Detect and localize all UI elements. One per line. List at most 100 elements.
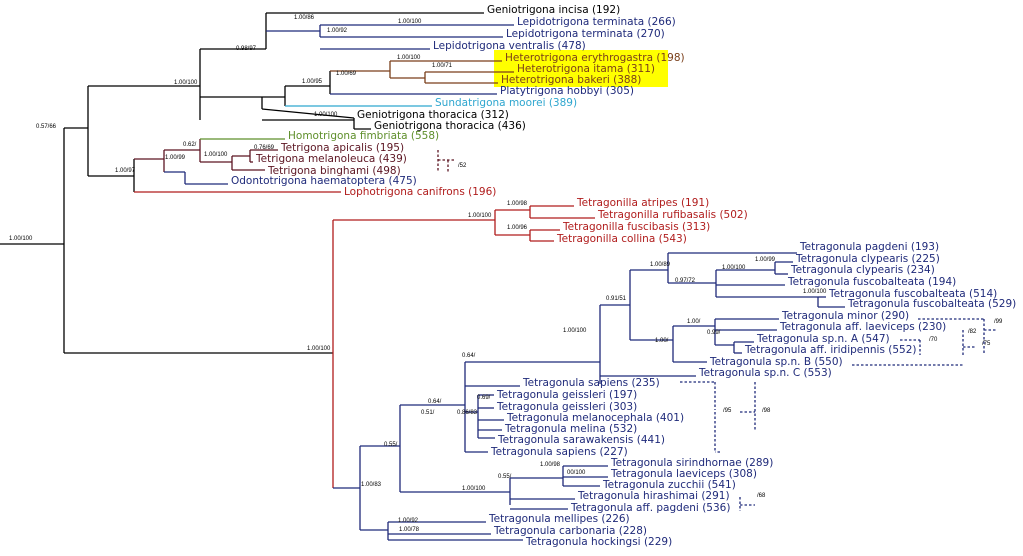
support-value: 0.86/83 <box>457 410 478 416</box>
taxon-label: Tetragonula aff. laeviceps (230) <box>779 321 946 333</box>
taxon-label: Tetragonula melina (532) <box>504 423 637 435</box>
support-value: /82 <box>968 329 977 335</box>
tree-branches <box>0 12 845 541</box>
support-value: 1.00/100 <box>398 19 422 25</box>
taxon-label: Tetragonula geissleri (197) <box>496 389 637 401</box>
support-value: /98 <box>762 408 771 414</box>
support-value: 0.99/ <box>707 330 721 336</box>
support-value: /95 <box>723 408 732 414</box>
taxon-label: Tetragonula sapiens (235) <box>522 377 660 389</box>
support-value: 0.57/66 <box>36 124 57 130</box>
support-value: /68 <box>757 493 766 499</box>
support-value: 1.00/92 <box>327 28 348 34</box>
taxon-label: Tetragonula laeviceps (308) <box>610 468 757 480</box>
support-value: 1.00/69 <box>336 71 357 77</box>
support-value: 1.00/95 <box>302 79 323 85</box>
taxon-label: Tetragonilla rufibasalis (502) <box>597 209 748 221</box>
support-value: 0.55/ <box>498 474 512 480</box>
taxon-label: Tetragonula aff. iridipennis (552) <box>744 344 917 356</box>
taxon-label: Tetragonula sapiens (227) <box>490 446 628 458</box>
taxon-label: Lepidotrigona ventralis (478) <box>433 40 586 52</box>
taxon-label: Platytrigona hobbyi (305) <box>500 85 634 97</box>
support-value: 1.00/71 <box>432 63 453 69</box>
support-value: 00/100 <box>567 470 586 476</box>
support-value: 1.00/96 <box>507 225 528 231</box>
support-value: 1.00/100 <box>468 213 492 219</box>
taxon-label: Tetragonula sarawakensis (441) <box>497 434 665 446</box>
taxon-label: Tetragonula zucchii (541) <box>602 479 736 491</box>
support-value: 1.00/99 <box>755 257 776 263</box>
support-value: 1.00/97 <box>115 168 136 174</box>
taxon-label: Tetragonula hirashimai (291) <box>577 490 730 502</box>
support-dashed-brackets <box>437 150 996 511</box>
heterotrigona-highlight <box>494 50 668 87</box>
support-value: 1.00/ <box>655 338 669 344</box>
support-value: 1.00/83 <box>361 482 382 488</box>
support-value: 0.55/ <box>384 442 398 448</box>
support-value: /99 <box>994 319 1003 325</box>
taxon-label: Tetragonula geissleri (303) <box>496 401 637 413</box>
taxon-label: Heterotrigona itama (311) <box>517 63 655 75</box>
taxon-label: Lophotrigona canifrons (196) <box>344 186 496 198</box>
support-value: 0.69/ <box>477 395 491 401</box>
taxon-label: Tetragonula clypearis (225) <box>795 253 940 265</box>
taxon-label: Tetragonula clypearis (234) <box>790 264 935 276</box>
taxon-label: Tetragonilla fuscibasis (313) <box>562 221 710 233</box>
support-value: 0.51/ <box>421 410 435 416</box>
taxon-label: Tetragonula mellipes (226) <box>488 513 630 525</box>
taxon-label: Tetrigona binghami (498) <box>267 165 401 177</box>
taxon-label: Tetragonula minor (290) <box>781 310 909 322</box>
support-value: 0.98/97 <box>236 46 257 52</box>
support-value: /75 <box>982 341 991 347</box>
taxon-label: Tetragonilla collina (543) <box>556 233 687 245</box>
taxon-label: Tetragonula aff. pagdeni (536) <box>570 502 730 514</box>
support-value: 1.00/98 <box>540 462 561 468</box>
support-value: 1.00/100 <box>462 486 486 492</box>
taxon-labels: Geniotrigona incisa (192) Lepidotrigona … <box>231 4 1016 548</box>
support-value: 1.00/100 <box>174 80 198 86</box>
support-value: /70 <box>929 337 938 343</box>
support-value: 0.62/ <box>183 142 197 148</box>
support-value: 1.00/100 <box>204 152 228 158</box>
support-value: 1.00/98 <box>507 201 528 207</box>
taxon-label: Homotrigona fimbriata (558) <box>288 130 439 142</box>
support-value: 1.00/78 <box>399 527 420 533</box>
support-value: 1.00/100 <box>9 236 33 242</box>
support-value: 0.97/72 <box>675 278 696 284</box>
support-value: 0.64/ <box>428 399 442 405</box>
taxon-label: Lepidotrigona terminata (270) <box>506 28 665 40</box>
taxon-label: Lepidotrigona terminata (266) <box>517 16 676 28</box>
taxon-label: Tetragonula sp.n. A (547) <box>756 333 890 345</box>
support-value: 1.00/86 <box>294 15 315 21</box>
support-value: 0.76/69 <box>254 145 275 151</box>
support-value: 0.64/ <box>462 353 476 359</box>
support-value: 1.00/100 <box>307 346 331 352</box>
support-value: 1.00/92 <box>398 518 419 524</box>
taxon-label: Tetragonula pagdeni (193) <box>799 241 939 253</box>
support-value: /52 <box>458 163 467 169</box>
support-value: 1.00/99 <box>165 155 186 161</box>
taxon-label: Tetrigona apicalis (195) <box>280 142 404 154</box>
support-value: 1.00/100 <box>314 112 338 118</box>
support-value: 1.00/100 <box>722 265 746 271</box>
taxon-label: Tetragonula fuscobalteata (514) <box>828 288 997 300</box>
taxon-label: Odontotrigona haematoptera (475) <box>231 175 417 187</box>
support-value: 1.00/100 <box>563 328 587 334</box>
taxon-label: Tetragonula sirindhornae (289) <box>610 457 773 469</box>
support-values: 1.00/86 1.00/100 1.00/92 0.98/97 1.00/10… <box>9 15 1003 533</box>
taxon-label: Tetragonula sp.n. C (553) <box>698 367 832 379</box>
taxon-label: Heterotrigona erythrogastra (198) <box>505 52 685 64</box>
taxon-label: Heterotrigona bakeri (388) <box>501 74 641 86</box>
taxon-label: Tetragonula hockingsi (229) <box>525 536 672 548</box>
branch-segment <box>261 108 355 119</box>
taxon-label: Geniotrigona thoracica (312) <box>357 109 509 121</box>
taxon-label: Tetragonula sp.n. B (550) <box>709 356 843 368</box>
support-value: 1.00/100 <box>803 289 827 295</box>
taxon-label: Tetrigona melanoleuca (439) <box>255 153 407 165</box>
taxon-label: Geniotrigona incisa (192) <box>487 4 620 16</box>
taxon-label: Tetragonula carbonaria (228) <box>493 525 647 537</box>
taxon-label: Tetragonula melanocephala (401) <box>506 412 684 424</box>
taxon-label: Sundatrigona moorei (389) <box>435 97 577 109</box>
taxon-label: Geniotrigona thoracica (436) <box>374 120 526 132</box>
